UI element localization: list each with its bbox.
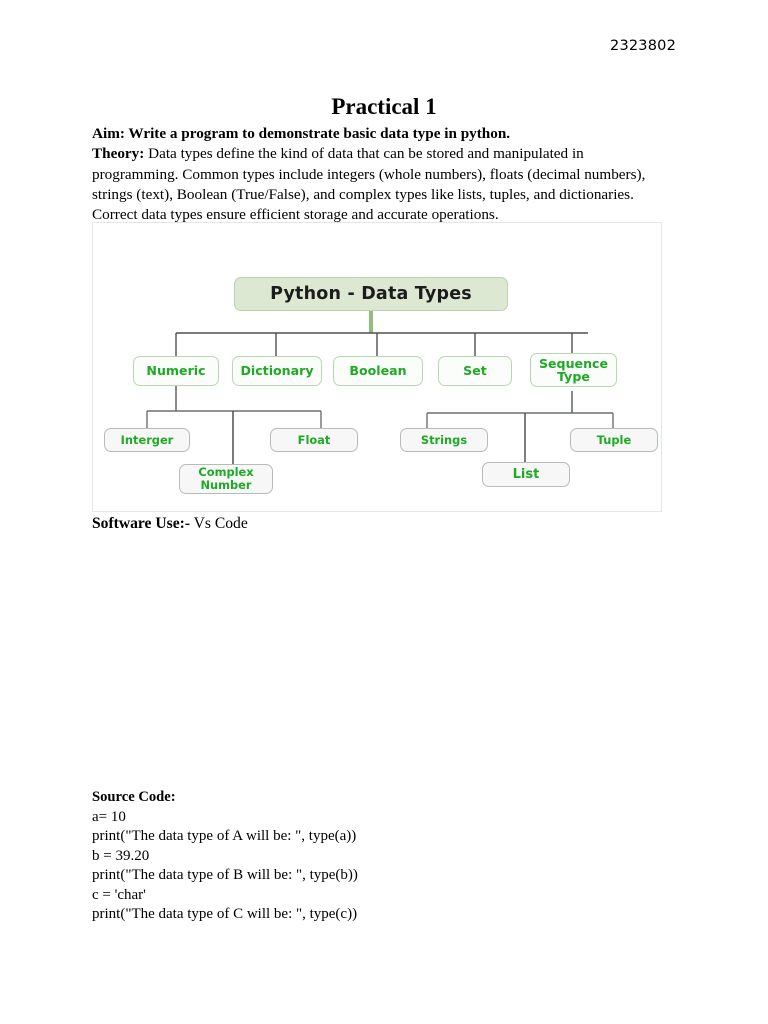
page-title: Practical 1 [331,94,437,119]
code-line: c = 'char' [92,886,146,903]
software-use-line: Software Use:- Vs Code [92,515,248,533]
node-tuple: Tuple [570,428,658,452]
software-use-label: Software Use:- [92,515,191,532]
code-line: print("The data type of C will be: ", ty… [92,906,358,922]
theory-label: Theory: [92,145,145,163]
enrollment-number: 2323802 [610,38,676,54]
node-python-data-types: Python - Data Types [234,277,508,311]
code-line: a= 10 [92,808,126,825]
node-complex-number: Complex Number [179,464,273,494]
aim-text: Write a program to demonstrate basic dat… [124,125,511,142]
node-sequence-type: Sequence Type [530,353,617,387]
diagram-python-data-types: Python - Data Types Numeric Dictionary B… [93,223,661,511]
theory-text: Data types define the kind of data that … [92,145,646,224]
software-use-value: Vs Code [190,515,248,532]
code-line: print("The data type of B will be: ", ty… [92,867,358,883]
aim-label: Aim: [92,125,125,142]
node-sequence-type-line2: Type [557,369,590,384]
node-numeric: Numeric [133,356,219,386]
source-code-block: Source Code: a= 10 print("The data type … [92,788,692,925]
code-line: print("The data type of A will be: ", ty… [92,828,357,844]
aim-line: Aim: Write a program to demonstrate basi… [92,124,664,144]
source-code-heading: Source Code: [92,789,176,805]
theory-paragraph: Theory: Data types define the kind of da… [92,144,664,225]
node-set: Set [438,356,512,386]
node-list: List [482,462,570,487]
node-sequence-type-line1: Sequence [538,355,609,371]
node-interger: Interger [104,428,190,452]
node-complex-number-line1: Complex [198,465,254,479]
node-dictionary: Dictionary [232,356,322,386]
node-float: Float [270,428,358,452]
diagram-connectors [146,311,614,465]
figure-container: Python - Data Types Numeric Dictionary B… [92,222,662,512]
text-content: Aim: Write a program to demonstrate basi… [92,124,664,225]
node-boolean: Boolean [333,356,423,386]
node-complex-number-line2: Number [200,478,252,492]
node-strings: Strings [400,428,488,452]
code-line: b = 39.20 [92,847,150,864]
